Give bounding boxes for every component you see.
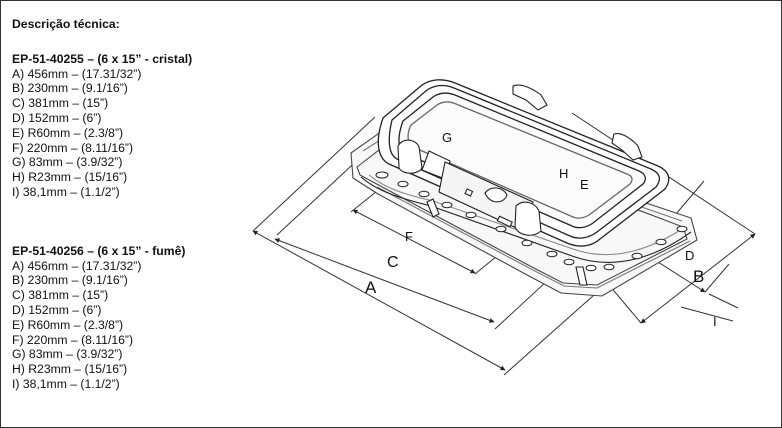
dimension-label-c: C [387,254,399,271]
spec-line-c: C) 381mm – (15”) [12,288,109,303]
spec-line-b: B) 230mm – (9.1/16”) [12,81,128,96]
dimension-label-a: A [365,278,377,297]
dimension-labels: A B C D E F G H I [365,130,717,329]
spec-line-d: D) 152mm – (6”) [12,110,102,125]
spec-line-g: G) 83mm – (3.9/32”) [12,347,123,362]
dimension-label-d: D [685,248,694,263]
description-heading: Descrição técnica: [12,17,120,31]
hatch-technical-drawing: A B C D E F G H I [252,79,756,376]
dimension-label-e: E [580,177,589,192]
spec-line-c: C) 381mm – (15”) [12,96,109,111]
model-title: EP-51-40255 – (6 x 15” - cristal) [12,51,193,66]
window-frame [377,79,670,247]
spec-line-d: D) 152mm – (6”) [12,302,102,317]
spec-line-b: B) 230mm – (9.1/16”) [12,273,128,288]
model-spec-crystal: EP-51-40255 – (6 x 15” - cristal) A) 456… [12,52,247,200]
dimension-label-i: I [713,314,717,329]
spec-line-a: A) 456mm – (17.31/32”) [12,66,142,81]
technical-description: Descrição técnica: EP-51-40255 – (6 x 15… [12,17,247,392]
spec-line-h: H) R23mm – (15/16”) [12,170,128,185]
spec-line-i: I) 38,1mm – (1.1/2”) [12,184,120,199]
spec-line-g: G) 83mm – (3.9/32”) [12,155,123,170]
handle-and-latch [397,139,588,286]
model-title: EP-51-40256 – (6 x 15” - fumê) [12,243,186,258]
dimension-label-b: B [693,267,704,286]
model-spec-smoke: EP-51-40256 – (6 x 15” - fumê) A) 456mm … [12,244,247,392]
screw-holes [375,171,688,272]
hinges [512,84,643,161]
spec-line-e: E) R60mm – (2.3/8”) [12,125,124,140]
spec-line-f: F) 220mm – (8.11/16”) [12,332,134,347]
spec-line-f: F) 220mm – (8.11/16”) [12,140,134,155]
spec-line-i: I) 38,1mm – (1.1/2”) [12,376,120,391]
dimension-label-h: H [559,166,568,181]
spec-line-h: H) R23mm – (15/16”) [12,362,128,377]
dimension-label-g: G [442,130,452,145]
spec-line-e: E) R60mm – (2.3/8”) [12,317,124,332]
dimension-label-f: F [405,229,413,244]
spec-line-a: A) 456mm – (17.31/32”) [12,258,142,273]
